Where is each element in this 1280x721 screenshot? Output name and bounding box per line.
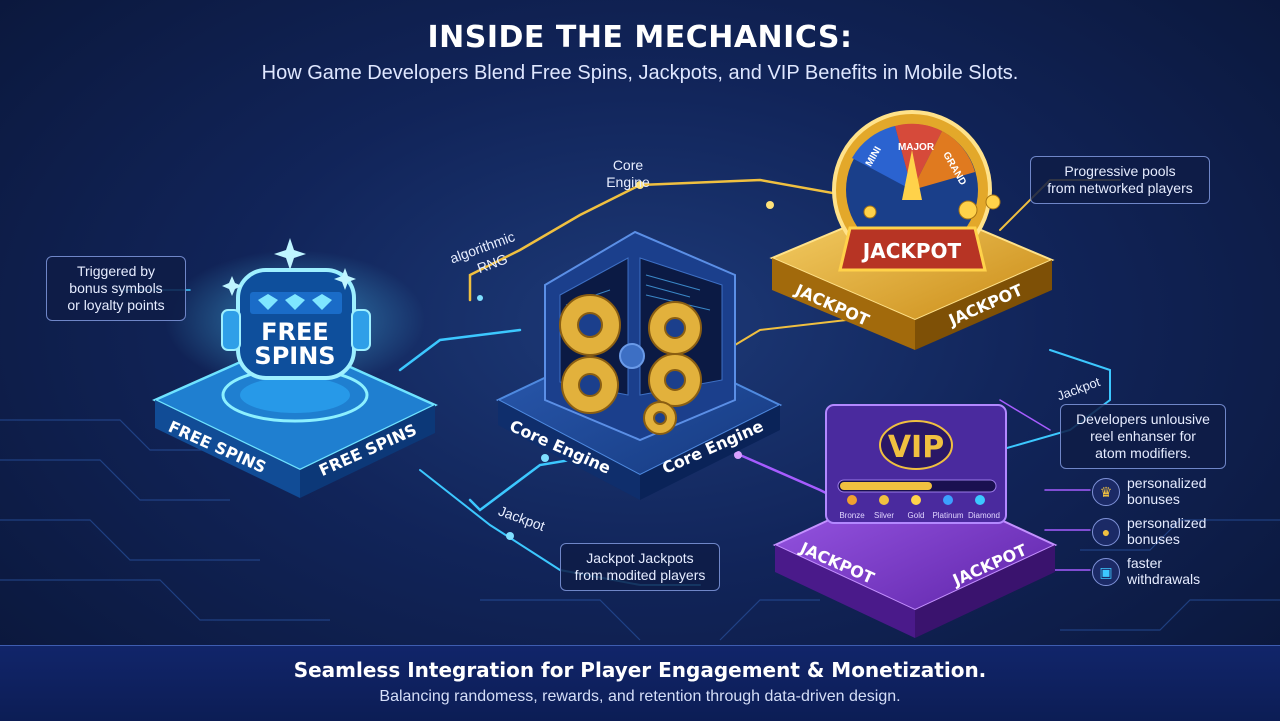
vip-benefit-item: ● personalized bonuses — [1092, 515, 1272, 549]
core-engine-top-label-line: Engine — [606, 174, 650, 190]
vip-benefit-text: withdrawals — [1127, 571, 1201, 587]
pool-connector-label: Jackpot — [496, 503, 547, 535]
wallet-icon: ▣ — [1092, 558, 1120, 586]
jackpot-callout-line: from networked players — [1047, 180, 1193, 196]
vip-callout: Developers unlousive reel enhanser for a… — [1060, 404, 1226, 469]
crown-icon: ♛ — [1092, 478, 1120, 506]
core-engine-top-label-line: Core — [612, 157, 644, 173]
vip-callout-line: Developers unlousive — [1076, 411, 1210, 427]
connector-dots — [477, 181, 774, 540]
vip-callout-line: reel enhanser for — [1090, 428, 1196, 444]
jackpot-platform — [769, 110, 1055, 350]
free-spins-callout-line: bonus symbols — [69, 280, 163, 296]
vip-benefit-item: ▣ faster withdrawals — [1092, 555, 1272, 589]
footer-banner: Seamless Integration for Player Engageme… — [0, 645, 1280, 721]
engine-gears — [559, 294, 702, 435]
vip-benefit-text: bonuses — [1127, 491, 1180, 507]
jackpot-callout-line: Progressive pools — [1064, 163, 1176, 179]
vip-benefit-text: faster — [1127, 555, 1163, 571]
vip-connector-label: Jackpot — [1055, 374, 1103, 404]
vip-platform — [772, 404, 1058, 638]
vip-benefit-text: personalized — [1127, 475, 1207, 491]
vip-benefit-item: ♛ personalized bonuses — [1092, 475, 1272, 509]
vip-benefit-text: bonuses — [1127, 531, 1180, 547]
vip-callout-line: atom modifiers. — [1095, 445, 1191, 461]
jackpot-pool-callout-line: Jackpot Jackpots — [586, 550, 694, 566]
free-spins-callout: Triggered by bonus symbols or loyalty po… — [46, 256, 186, 321]
footer-subtitle: Balancing randomess, rewards, and retent… — [379, 688, 901, 705]
vip-tier-diamond: Diamond — [968, 511, 1000, 520]
page-title: INSIDE THE MECHANICS: — [427, 20, 853, 55]
free-spins-callout-line: Triggered by — [76, 263, 156, 279]
vip-tier-platinum: Platinum — [932, 511, 963, 520]
jackpot-pool-callout-line: from modited players — [574, 567, 706, 583]
footer-title: Seamless Integration for Player Engageme… — [293, 658, 987, 682]
page-subtitle: How Game Developers Blend Free Spins, Ja… — [261, 62, 1019, 84]
free-spins-platform — [152, 238, 438, 498]
free-spins-icon-line2: SPINS — [254, 342, 335, 370]
core-engine-top-label: Core Engine — [590, 157, 666, 191]
free-spins-icon-line1: FREE — [261, 318, 329, 346]
vip-tier-bronze: Bronze — [839, 511, 865, 520]
vip-tier-gold: Gold — [908, 511, 925, 520]
vip-tier-dots — [847, 495, 985, 505]
jackpot-wheel-major: MAJOR — [898, 142, 935, 153]
vip-tier-silver: Silver — [874, 511, 894, 520]
user-icon: ● — [1092, 518, 1120, 546]
jackpot-callout: Progressive pools from networked players — [1030, 156, 1210, 204]
free-spins-callout-line: or loyalty points — [67, 297, 165, 313]
vip-benefit-text: personalized — [1127, 515, 1207, 531]
jackpot-pool-callout: Jackpot Jackpots from modited players — [560, 543, 720, 591]
circuit-traces — [0, 419, 1280, 641]
vip-badge: VIP — [888, 430, 944, 465]
jackpot-banner: JACKPOT — [861, 239, 962, 263]
